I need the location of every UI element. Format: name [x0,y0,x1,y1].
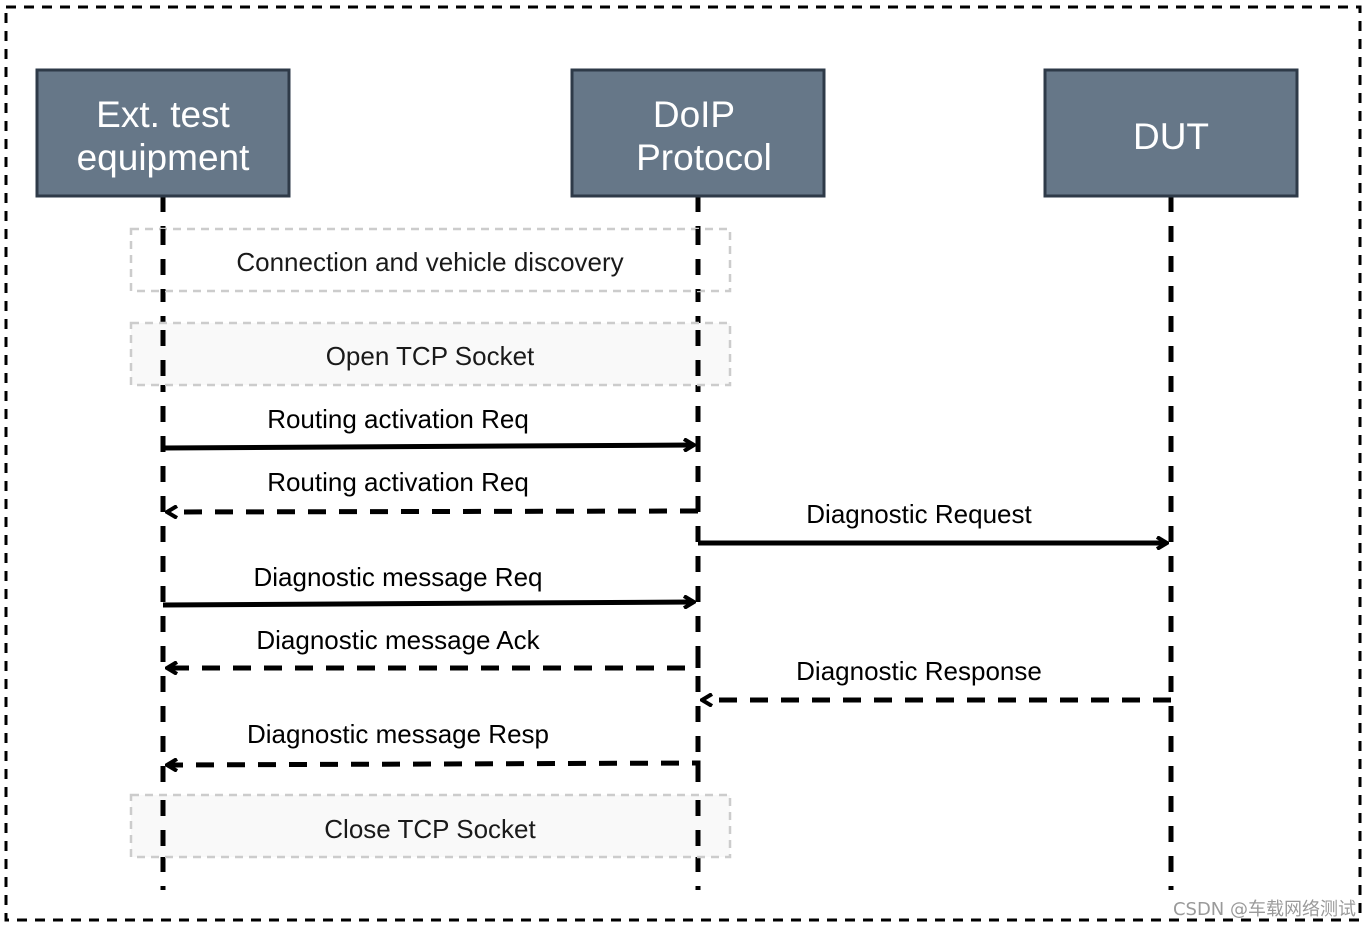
message-routing-req-arrow [162,445,694,448]
message-diag-msg-resp-arrow [167,763,701,775]
message-routing-resp: Routing activation Req [167,467,699,512]
actor-doip-line1: DoIP [653,94,735,135]
actor-dut: DUT [1043,68,1299,198]
message-routing-req: Routing activation Req [162,404,694,448]
message-routing-resp-label: Routing activation Req [267,467,529,497]
note-discovery-label: Connection and vehicle discovery [236,247,623,277]
message-diag-msg-resp-label: Diagnostic message Resp [247,719,549,749]
message-diag-msg-ack-arrow [167,650,701,668]
actor-tester-line1: Ext. test [96,94,230,135]
message-diag-msg-req-arrow [162,602,694,605]
actor-dut-label: DUT [1133,116,1209,157]
message-diag-response-label: Diagnostic Response [796,656,1042,686]
actor-tester-line2: equipment [77,137,251,178]
diagram-border [4,5,1362,922]
message-diag-msg-req: Diagnostic message Req [162,562,694,605]
message-routing-req-label: Routing activation Req [267,404,529,434]
actor-tester: Ext. test equipment [35,68,291,198]
message-diag-msg-ack: Diagnostic message Ack [167,625,701,668]
note-close-socket-label: Close TCP Socket [324,814,536,844]
note-close-socket: Close TCP Socket [129,793,732,859]
actor-doip-line2: Protocol [636,137,772,178]
note-discovery: Connection and vehicle discovery [129,227,732,293]
note-open-socket: Open TCP Socket [129,321,732,387]
message-routing-resp-arrow [167,511,699,512]
message-diag-msg-ack-label: Diagnostic message Ack [256,625,540,655]
message-diag-request-label: Diagnostic Request [806,499,1032,529]
message-diag-request: Diagnostic Request [698,499,1167,543]
actor-doip: DoIP Protocol [570,68,826,198]
message-diag-msg-req-label: Diagnostic message Req [253,562,542,592]
message-diag-response: Diagnostic Response [702,656,1171,700]
note-open-socket-label: Open TCP Socket [326,341,535,371]
watermark-text: CSDN @车载网络测试 [1173,899,1356,920]
message-diag-msg-resp: Diagnostic message Resp [167,719,701,775]
